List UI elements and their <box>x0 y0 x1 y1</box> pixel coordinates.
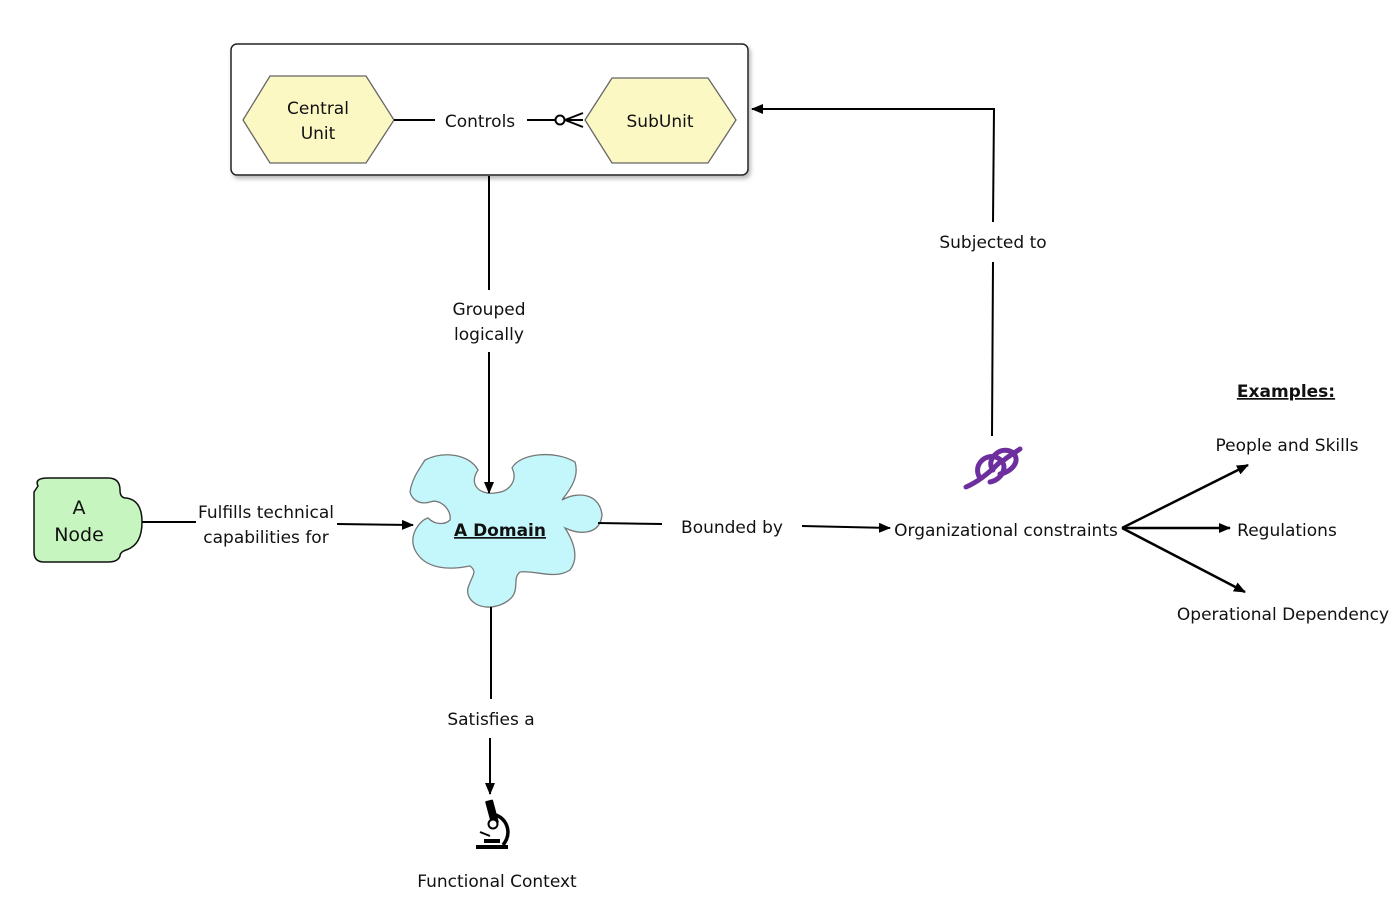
knot-icon <box>963 446 1023 490</box>
grouped-label-line1: Grouped <box>452 300 525 320</box>
examples-title: Examples: <box>1237 382 1335 402</box>
org-constraints-label: Organizational constraints <box>894 521 1118 541</box>
crowfoot-circle <box>554 114 566 126</box>
satisfies-label: Satisfies a <box>447 710 534 730</box>
central-unit-label-line1: Central <box>287 99 349 119</box>
bounded-arrow <box>801 522 891 533</box>
subjected-line-bottom <box>991 261 994 437</box>
example-regulations: Regulations <box>1237 521 1337 541</box>
grouped-label-line2: logically <box>454 325 524 345</box>
fulfills-label-line1: Fulfills technical <box>198 503 334 523</box>
functional-context-label: Functional Context <box>417 872 577 892</box>
domain-label: A Domain <box>454 521 546 541</box>
subunit-hexagon <box>584 77 737 164</box>
central-unit-label-line2: Unit <box>301 124 336 144</box>
subunit-label: SubUnit <box>627 112 694 132</box>
fulfills-label-line2: capabilities for <box>203 528 328 548</box>
node-shape <box>33 477 143 563</box>
bounded-line-left <box>597 522 663 525</box>
controls-label: Controls <box>445 112 515 132</box>
subjected-arrow <box>751 104 996 223</box>
node-label-line1: A <box>73 497 86 519</box>
domain-puzzle-shape <box>409 453 603 608</box>
example-people-skills: People and Skills <box>1216 436 1359 456</box>
bounded-label: Bounded by <box>681 518 783 538</box>
crowfoot-lines <box>564 112 584 128</box>
microscope-icon <box>476 799 510 849</box>
example-arrow-operational <box>1121 526 1246 594</box>
central-unit-hexagon <box>242 75 395 164</box>
subjected-label: Subjected to <box>939 233 1046 253</box>
example-arrow-people <box>1121 463 1249 530</box>
node-label-line2: Node <box>54 524 104 546</box>
example-operational-dependency: Operational Dependency <box>1177 605 1389 625</box>
fulfills-arrow <box>336 519 414 530</box>
